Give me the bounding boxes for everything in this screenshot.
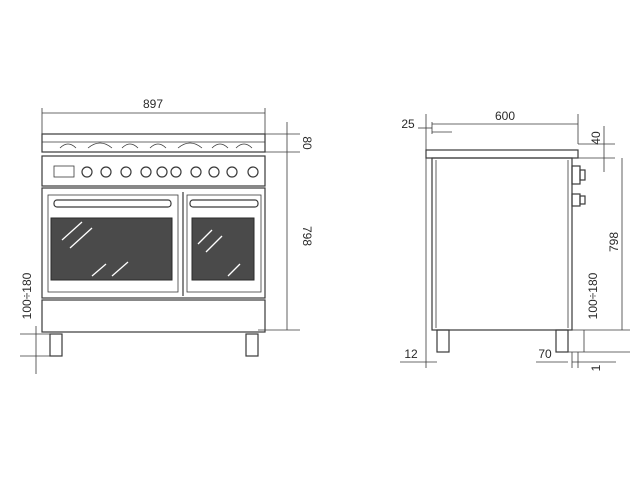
side-front-leg — [555, 329, 569, 353]
front-right-leg — [245, 333, 259, 357]
front-view: 897 — [20, 97, 314, 374]
control-knobs — [81, 166, 259, 178]
depth-dimension: 25 600 — [401, 109, 579, 150]
control-panel — [41, 155, 266, 187]
back-gap-label: 1 — [589, 364, 603, 371]
plinth — [41, 299, 266, 333]
offset-label: 25 — [401, 117, 415, 131]
side-hob-top: 40 — [425, 126, 615, 172]
side-view: 25 600 40 — [400, 109, 630, 371]
display-panel — [53, 165, 75, 178]
front-left-leg — [49, 333, 63, 357]
main-oven-handle — [53, 199, 172, 208]
second-oven-handle — [189, 199, 259, 208]
oven-body — [41, 187, 266, 299]
top-height-label: 80 — [300, 136, 314, 150]
total-height-label: 798 — [300, 226, 314, 246]
front-height-dimensions: 80 798 — [258, 122, 314, 331]
front-leg-dimension: 100÷180 — [20, 272, 50, 374]
side-total-height-label: 798 — [607, 232, 621, 252]
width-dimension: 897 — [41, 97, 266, 134]
rear-leg-label: 70 — [538, 347, 552, 361]
second-oven-window — [191, 217, 255, 281]
foot-label: 12 — [404, 347, 418, 361]
main-oven-door — [47, 194, 179, 293]
second-oven-door — [186, 194, 262, 293]
side-body — [431, 157, 573, 331]
hob-top — [41, 133, 266, 153]
side-knobs — [571, 165, 586, 207]
depth-label: 600 — [495, 109, 515, 123]
side-top-height-label: 40 — [589, 131, 603, 145]
side-bottom-dimensions: 12 70 1 — [400, 158, 616, 371]
width-label: 897 — [143, 97, 163, 111]
side-leg-height-label: 100÷180 — [586, 272, 600, 319]
side-height-dimensions: 798 100÷180 — [568, 158, 630, 353]
main-oven-window — [50, 217, 173, 281]
front-leg-height-label: 100÷180 — [20, 272, 34, 319]
side-rear-leg — [436, 329, 450, 353]
